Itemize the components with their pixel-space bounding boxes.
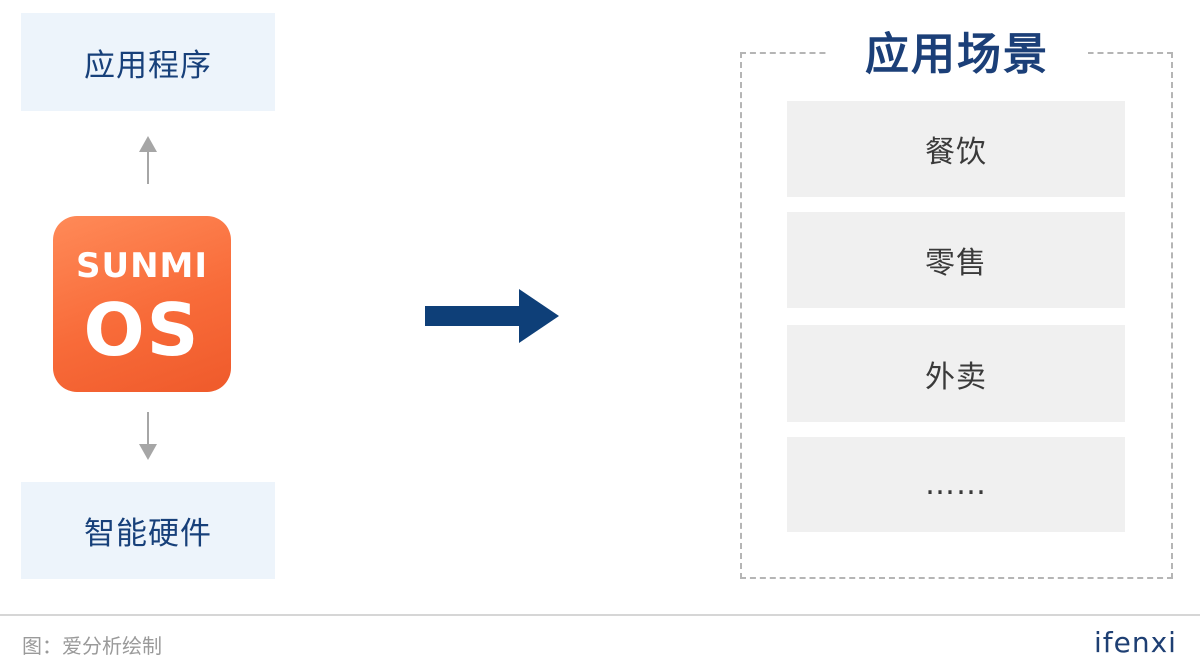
sunmi-os-logo: SUNMI OS — [53, 216, 231, 392]
ifenxi-logo: ifenxi — [1094, 626, 1177, 659]
hardware-layer-box: 智能硬件 — [21, 482, 275, 579]
down-arrow-icon — [139, 412, 157, 460]
app-layer-label: 应用程序 — [84, 47, 212, 84]
scenario-item-more: …… — [787, 437, 1125, 532]
scenario-item-label: 外卖 — [925, 359, 987, 395]
scenario-item-catering: 餐饮 — [787, 101, 1125, 197]
app-layer-box: 应用程序 — [21, 13, 275, 111]
scenario-item-delivery: 外卖 — [787, 325, 1125, 422]
scenario-item-label: 零售 — [925, 246, 987, 281]
scenario-item-retail: 零售 — [787, 212, 1125, 308]
up-arrow-icon — [139, 136, 157, 184]
scenario-item-label: 餐饮 — [925, 135, 987, 170]
logo-line1: SUNMI — [75, 246, 209, 286]
logo-line2: OS — [83, 288, 201, 372]
hardware-layer-label: 智能硬件 — [84, 516, 212, 552]
scenario-title: 应用场景 — [826, 18, 1088, 82]
scenario-item-label: …… — [925, 467, 987, 502]
footer-divider — [0, 614, 1200, 616]
right-arrow-icon — [425, 289, 559, 343]
source-caption: 图：爱分析绘制 — [22, 634, 162, 658]
